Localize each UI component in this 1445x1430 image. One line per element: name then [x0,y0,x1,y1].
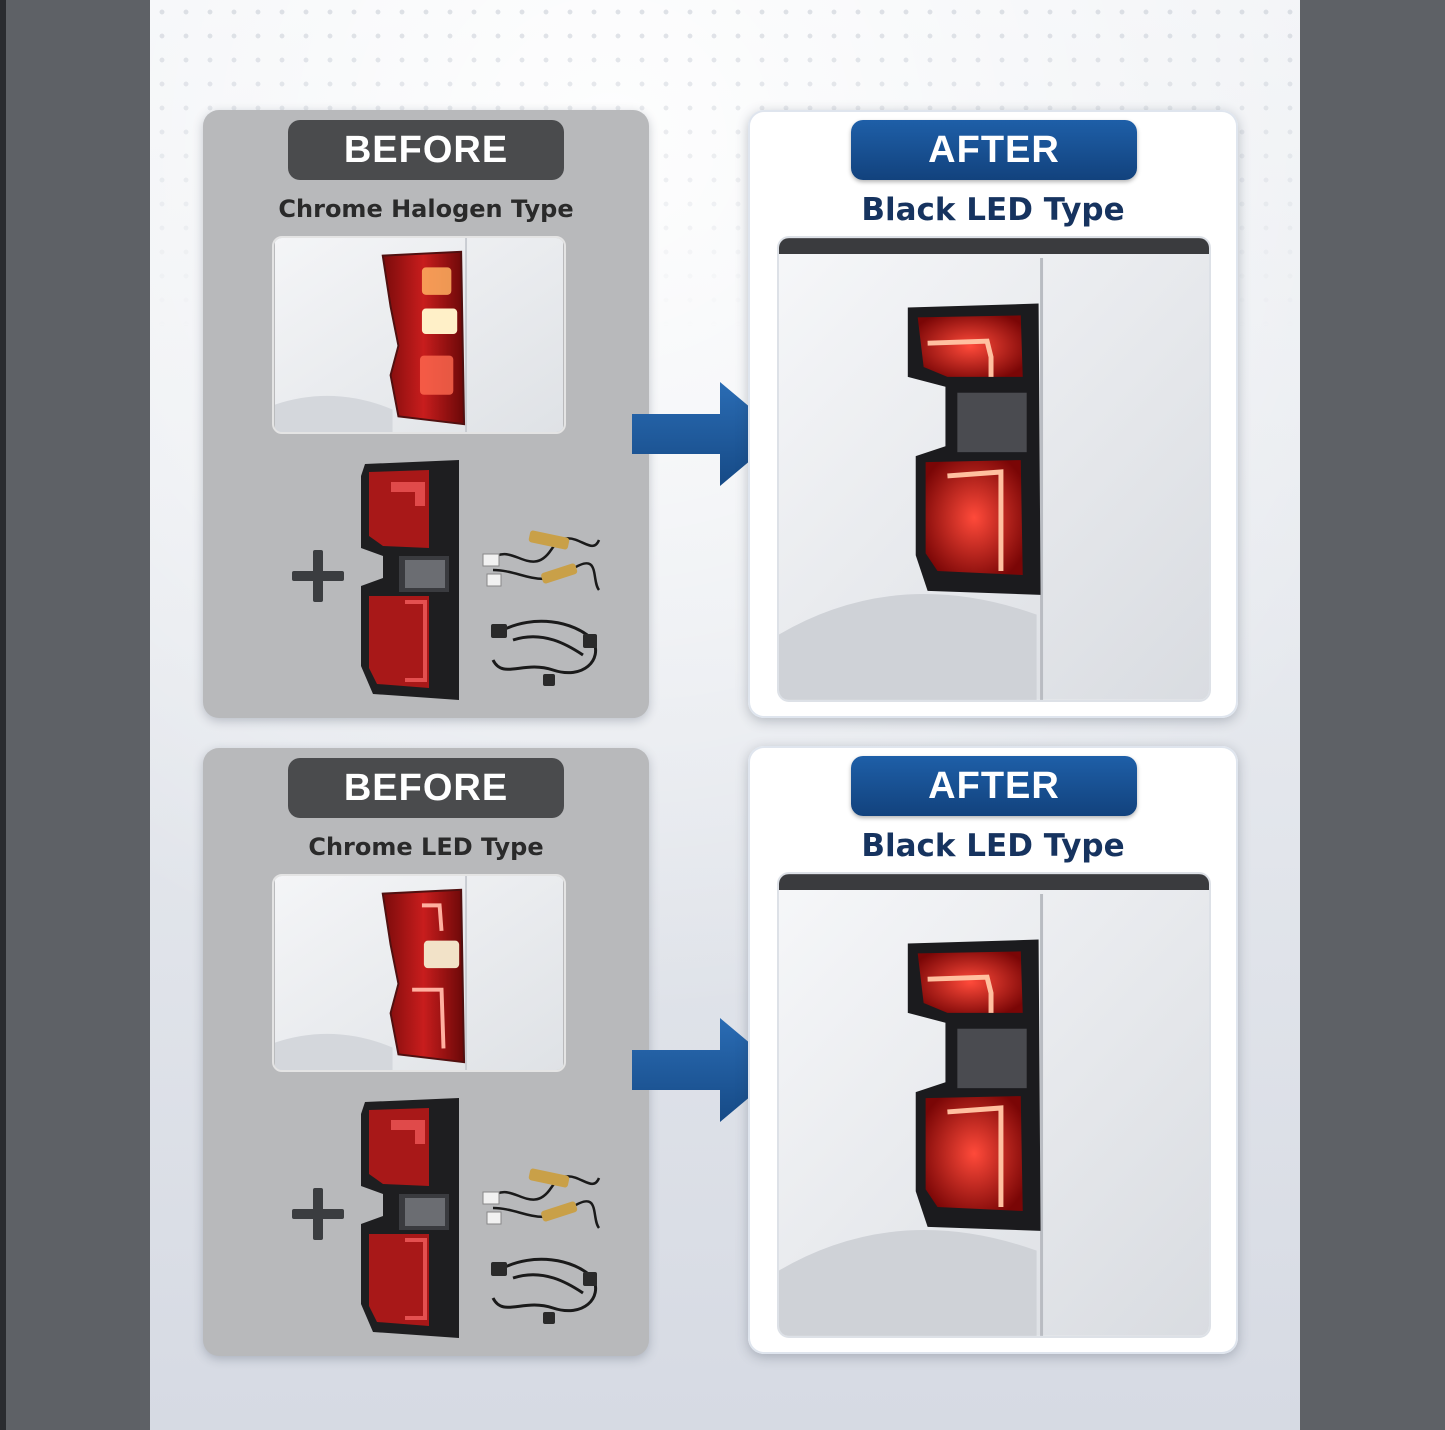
wiring-harness-icon [483,1248,607,1328]
load-resistor-icon [481,1158,605,1238]
after-photo-black-led [777,236,1211,702]
before-label: BEFORE [288,758,564,818]
before-type-title: Chrome LED Type [308,833,544,861]
load-resistor-icon [481,520,605,600]
before-photo-halogen [272,236,566,434]
after-type-title: Black LED Type [861,828,1125,864]
arrow-right-icon [630,382,782,486]
before-label: BEFORE [288,120,564,180]
black-tail-light-product [355,456,463,704]
after-label: AFTER [851,120,1137,180]
before-photo-chrome-led [272,874,566,1072]
comparison-canvas: BEFORE Chrome Halogen Type [150,0,1300,1430]
before-card-2: BEFORE Chrome LED Type [203,748,649,1356]
after-label: AFTER [851,756,1137,816]
left-edge [0,0,6,1430]
plus-icon [292,550,344,602]
plus-icon [292,1188,344,1240]
black-tail-light-product [355,1094,463,1342]
after-type-title: Black LED Type [861,192,1125,228]
after-photo-black-led [777,872,1211,1338]
after-card-2: AFTER Black LED Type [748,746,1238,1354]
arrow-right-icon [630,1018,782,1122]
after-card-1: AFTER Black LED Type [748,110,1238,718]
before-type-title: Chrome Halogen Type [278,195,574,223]
wiring-harness-icon [483,610,607,690]
before-card-1: BEFORE Chrome Halogen Type [203,110,649,718]
